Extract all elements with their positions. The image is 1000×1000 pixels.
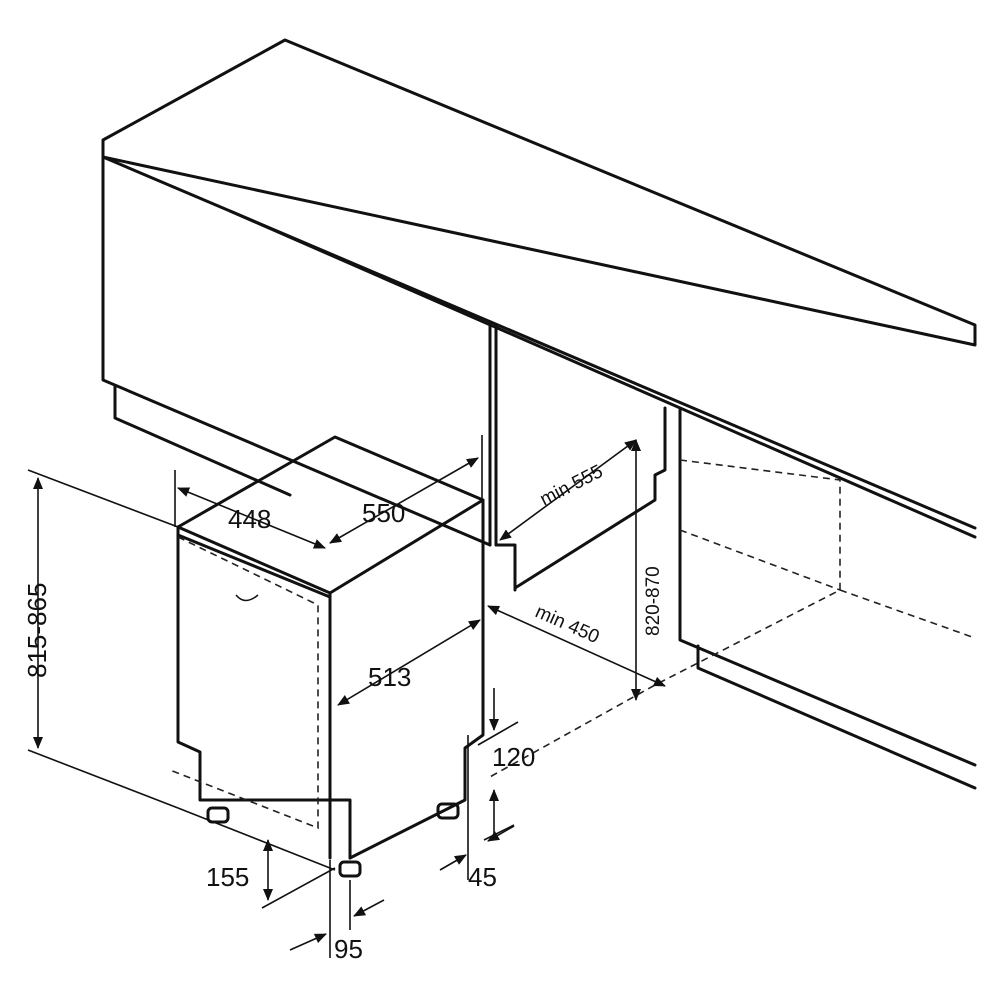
width-label: 448 [228,504,271,534]
plinth-height-label: 120 [492,742,535,772]
dim-plinth-height [477,688,519,835]
right-cabinet [678,408,977,790]
plinth-depth-label: 95 [334,934,363,964]
niche-height-label: 820-870 [643,566,664,636]
dim-width [174,470,326,549]
niche-outline [487,459,976,779]
inner-depth-label: 513 [368,662,411,692]
dim-plinth-depth [289,860,385,958]
dim-niche-width [487,605,666,687]
dishwasher-body [169,435,485,878]
left-cabinet [101,155,498,547]
dim-foot-height [439,735,515,880]
worktop [101,38,977,539]
dim-inner-depth [337,619,481,706]
dim-depth [329,435,483,544]
niche-depth-label: min 555 [537,461,607,510]
height-label: 815-865 [22,583,52,678]
dim-height [27,469,179,809]
center-cabinet-side [494,406,667,592]
foot-height-label: 45 [468,862,497,892]
dim-niche-depth [499,439,637,541]
depth-label: 550 [362,498,405,528]
dim-foot-setback [177,807,336,909]
foot-setback-label: 155 [206,862,249,892]
